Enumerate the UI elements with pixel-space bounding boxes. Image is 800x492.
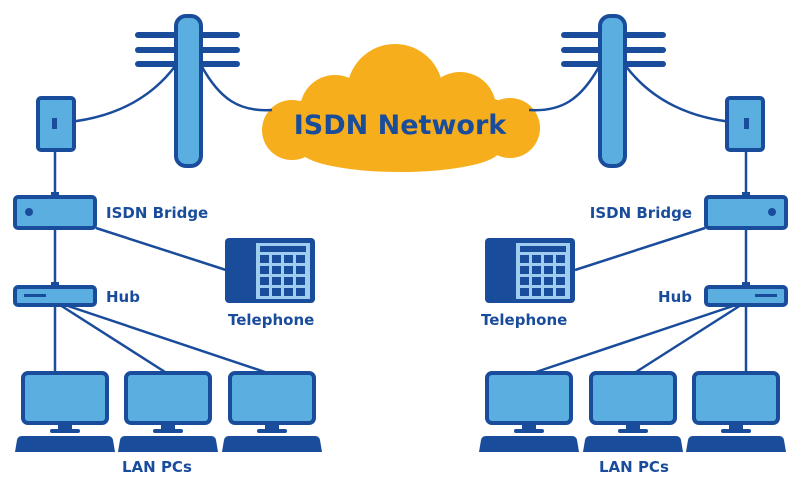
keypad-key — [284, 277, 293, 285]
keypad-key — [260, 255, 269, 263]
lan-pc-icon — [222, 371, 322, 452]
keypad-key — [272, 277, 281, 285]
hub-icon — [13, 282, 97, 307]
right-pcs-label: LAN PCs — [599, 458, 669, 476]
keypad-key — [296, 288, 305, 296]
right-telephone-label: Telephone — [481, 311, 567, 329]
pole-to-cloud-wire — [199, 64, 273, 112]
lan-pc-icon — [15, 371, 115, 452]
keypad-key — [272, 266, 281, 274]
isdn-cloud — [262, 44, 540, 172]
utility-pole-icon — [135, 14, 240, 168]
right-site — [479, 16, 786, 452]
keypad-key — [284, 266, 293, 274]
hub-to-pc2-wire — [59, 303, 166, 374]
left-site — [13, 14, 322, 452]
keypad-key — [296, 277, 305, 285]
keypad-key — [296, 255, 305, 263]
hub-to-pc3-wire — [64, 303, 266, 374]
keypad-key — [284, 255, 293, 263]
bridge-to-telephone-wire — [95, 226, 227, 272]
keypad-key — [260, 288, 269, 296]
keypad-key — [272, 288, 281, 296]
left-hub-label: Hub — [106, 288, 140, 306]
right-hub-label: Hub — [658, 288, 692, 306]
left-bridge-label: ISDN Bridge — [106, 204, 208, 222]
keypad-key — [260, 277, 269, 285]
right-bridge-label: ISDN Bridge — [590, 204, 692, 222]
keypad-key — [272, 255, 281, 263]
cloud-title: ISDN Network — [294, 110, 508, 141]
left-pcs-label: LAN PCs — [122, 458, 192, 476]
keypad-key — [260, 266, 269, 274]
keypad-key — [296, 266, 305, 274]
telephone-icon — [485, 238, 575, 303]
keypad-key — [284, 288, 293, 296]
left-telephone-label: Telephone — [228, 311, 314, 329]
lan-pc-icon — [118, 371, 218, 452]
telephone-icon — [225, 238, 315, 303]
wall-jack-icon — [36, 96, 76, 152]
isdn-bridge-icon — [13, 192, 97, 230]
